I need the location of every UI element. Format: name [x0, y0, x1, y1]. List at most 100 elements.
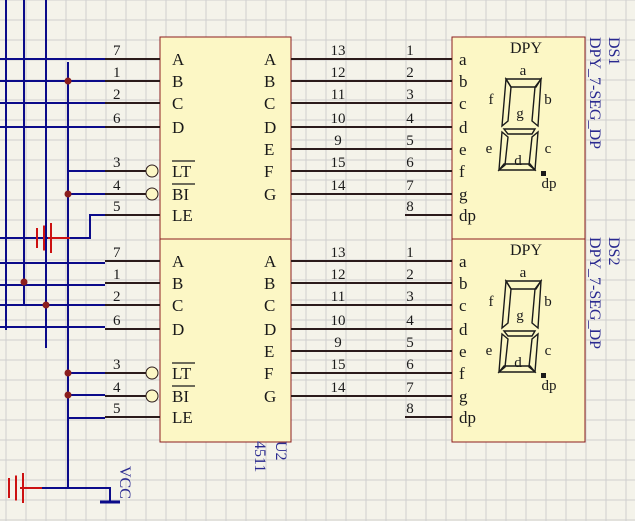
ds1-pin-dp-label: dp: [459, 206, 476, 225]
decoder-bottom-pin-a-label: A: [172, 252, 185, 271]
ds2-segment-d: [497, 365, 537, 373]
ds1-segment-label-dp: dp: [542, 176, 557, 192]
junction-dot: [64, 77, 72, 85]
ds2-pin-f-label: f: [459, 364, 465, 383]
junction-dot: [64, 369, 72, 377]
decoder-bottom-pin-lt-label: LT: [172, 364, 192, 383]
ds1-pin-a-label: a: [459, 50, 467, 69]
ds2-segment-b: [531, 278, 542, 330]
decoder-bottom-pin-c-label: C: [172, 296, 183, 315]
junction-dot: [42, 301, 50, 309]
ds1-pin-b-label: b: [459, 72, 468, 91]
ds1-segment-label-g: g: [516, 106, 524, 122]
decoder-bottom-pin-le-label: LE: [172, 408, 193, 427]
decoder-bottom-out-b-label: B: [264, 274, 275, 293]
decoder-top-out-c-number: 11: [331, 87, 345, 103]
ds2-pin-e-number: 5: [406, 335, 414, 351]
ds2-comment: DPY_7-SEG_DP: [586, 237, 603, 349]
ds2-segment-c: [528, 332, 539, 374]
decoder-top-pin-lt-label: LT: [172, 162, 192, 181]
ds2-pin-d-label: d: [459, 320, 468, 339]
u2-comment: 4511: [251, 441, 268, 472]
ds1-pin-d-number: 4: [406, 111, 414, 127]
decoder-bottom-pin-bi-bubble: [145, 389, 159, 403]
ds2-title: DPY: [510, 242, 542, 259]
decoder-bottom-out-g-number: 14: [331, 380, 347, 396]
decoder-bottom-pin-bi-label: BI: [172, 387, 189, 406]
ds2-pin-c-label: c: [459, 296, 467, 315]
decoder-bottom-out-a-label: A: [264, 252, 277, 271]
ds2-pin-a-label: a: [459, 252, 467, 271]
decoder-top-pin-d-number: 6: [113, 111, 121, 127]
decoder-top-pin-le-label: LE: [172, 206, 193, 225]
decoder-top-pin-bi-bubble: [145, 187, 159, 201]
ds1-pin-dp-number: 8: [406, 199, 414, 215]
ds2-body[interactable]: [451, 238, 586, 443]
ds2-pin-a-number: 1: [406, 245, 414, 261]
ds1-segment-c: [528, 130, 539, 172]
ds2-segment-label-a: a: [520, 265, 527, 281]
decoder-top-out-g-number: 14: [331, 178, 347, 194]
decoder-top-out-d-label: D: [264, 118, 276, 137]
decoder-bottom-out-e-number: 9: [334, 335, 342, 351]
ds2-pin-b-number: 2: [406, 267, 414, 283]
ds2-segment-label-e: e: [486, 343, 493, 359]
decoder-bottom-pin-b-number: 1: [113, 267, 121, 283]
ground-symbol-top: [36, 223, 70, 253]
ds1-pin-g-number: 7: [406, 178, 414, 194]
ds2-pin-c-number: 3: [406, 289, 414, 305]
decoder-bottom-pin-d-label: D: [172, 320, 184, 339]
ds1-pin-b-number: 2: [406, 65, 414, 81]
decoder-bottom-out-c-label: C: [264, 296, 275, 315]
ds1-pin-c-label: c: [459, 94, 467, 113]
ds1-segment-dp: [541, 171, 546, 176]
ds2-segment-label-b: b: [544, 294, 552, 310]
ds1-body[interactable]: [451, 36, 586, 241]
junction-dot: [20, 278, 28, 286]
wire-vcc[interactable]: [67, 480, 111, 502]
pins: [105, 58, 452, 418]
ds1-segment-e: [498, 130, 509, 172]
ds1-comment: DPY_7-SEG_DP: [586, 37, 603, 149]
decoder-bottom-out-a-number: 13: [331, 245, 346, 261]
decoder-top-out-b-label: B: [264, 72, 275, 91]
decoder-top-out-a-number: 13: [331, 43, 346, 59]
decoder-top-out-f-number: 15: [331, 155, 346, 171]
ds2-segment-label-dp: dp: [542, 378, 557, 394]
ds2-segment-label-f: f: [489, 294, 494, 310]
ds1-segment-f: [501, 76, 512, 128]
ds2-pin-e-label: e: [459, 342, 467, 361]
decoder-top-pin-lt-bubble: [145, 164, 159, 178]
decoder-top-pin-lt-number: 3: [113, 155, 121, 171]
ds2-pin-d-number: 4: [406, 313, 414, 329]
decoder-top-pin-bi-label: BI: [172, 185, 189, 204]
ds1-segment-d: [497, 163, 537, 171]
ds1-segment-g: [502, 128, 537, 135]
decoder-bottom-out-f-number: 15: [331, 357, 346, 373]
ds2-segment-e: [498, 332, 509, 374]
ds2-segment-label-c: c: [545, 343, 552, 359]
ds1-pin-f-number: 6: [406, 155, 414, 171]
u2-designator[interactable]: U2: [272, 441, 289, 461]
decoder-top-pin-a-label: A: [172, 50, 185, 69]
ds2-pin-dp-number: 8: [406, 401, 414, 417]
decoder-bottom-pin-a-number: 7: [113, 245, 121, 261]
decoder-top-out-e-number: 9: [334, 133, 342, 149]
decoder-top-pin-b-number: 1: [113, 65, 121, 81]
ds2-pin-b-label: b: [459, 274, 468, 293]
decoder-bottom-pin-c-number: 2: [113, 289, 121, 305]
ds2-segment-f: [501, 278, 512, 330]
ds1-segments: [497, 76, 546, 176]
decoder-top-body[interactable]: [159, 36, 292, 241]
ds1-title: DPY: [510, 40, 542, 57]
decoder-bottom-pin-d-number: 6: [113, 313, 121, 329]
ds2-designator[interactable]: DS2: [605, 237, 622, 265]
decoder-top-pin-b-label: B: [172, 72, 183, 91]
decoder-top-out-a-label: A: [264, 50, 277, 69]
decoder-bottom-pin-lt-bubble: [145, 366, 159, 380]
decoder-bottom-body[interactable]: [159, 238, 292, 443]
decoder-top-out-c-label: C: [264, 94, 275, 113]
ds1-designator[interactable]: DS1: [605, 37, 622, 65]
decoder-top-pin-d-label: D: [172, 118, 184, 137]
